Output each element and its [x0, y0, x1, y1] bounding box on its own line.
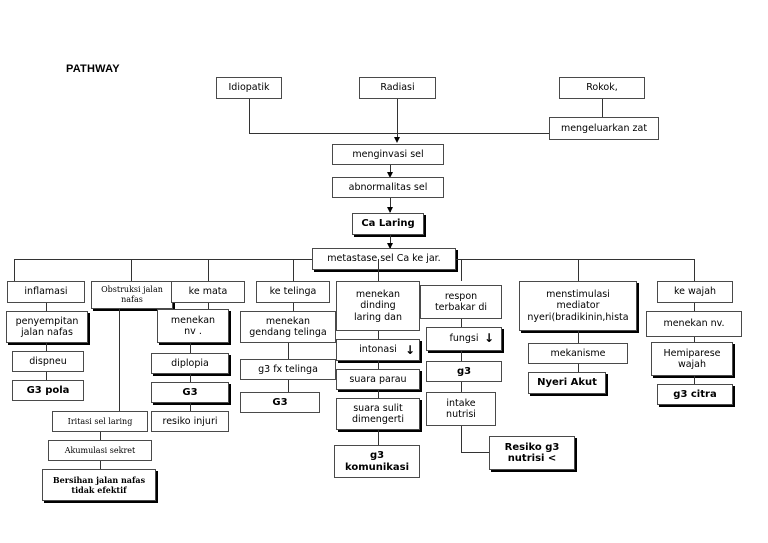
connector-diplopia-g3: [190, 374, 191, 382]
connector-abnormalitas-calaring: [390, 198, 391, 212]
node-menekan-nv-wajah[interactable]: menekan nv.: [646, 311, 742, 337]
node-radiasi[interactable]: Radiasi: [359, 77, 436, 99]
connector-menginvasi-abnormalitas: [390, 165, 391, 176]
connector-dispneu-g3pola: [46, 372, 47, 380]
node-diplopia[interactable]: diplopia: [151, 353, 229, 374]
connector-penyempitan-dispneu: [46, 343, 47, 351]
node-g3-fx-telinga[interactable]: g3 fx telinga: [240, 359, 336, 380]
node-respon-terbakar[interactable]: respon terbakar di: [420, 285, 502, 319]
node-ke-telinga[interactable]: ke telinga: [256, 281, 330, 303]
node-ke-mata[interactable]: ke mata: [171, 281, 245, 303]
connector-drop-ke-wajah: [694, 259, 695, 281]
node-g3-nutrisi[interactable]: g3: [426, 361, 502, 382]
connector-bus-right: [456, 259, 694, 260]
node-resiko-injuri[interactable]: resiko injuri: [151, 411, 229, 432]
node-menekan-dinding-laring[interactable]: menekan dinding laring dan: [336, 281, 420, 331]
node-intake-nutrisi[interactable]: intake nutrisi: [426, 392, 496, 426]
connector-ketelinga-menekan: [293, 303, 294, 311]
node-menekan-gendang-telinga[interactable]: menekan gendang telinga: [240, 311, 336, 343]
connector-intake-down: [461, 426, 462, 452]
connector-calaring-metastase: [390, 235, 391, 248]
node-suara-parau[interactable]: suara parau: [336, 369, 420, 390]
node-ke-wajah[interactable]: ke wajah: [657, 281, 733, 303]
node-obstruksi-jalan-nafas[interactable]: Obstruksi jalan nafas: [91, 281, 173, 309]
connector-drop-respon-terbakar: [461, 259, 462, 281]
connector-menstimulasi-mekanisme: [578, 331, 579, 343]
connector-mekanisme-nyeriakut: [578, 364, 579, 372]
connector-gendang-g3fx: [288, 343, 289, 359]
node-g3-mata[interactable]: G3: [151, 382, 229, 403]
node-bersihan-jalan-nafas[interactable]: Bersihan jalan nafas tidak efektif: [42, 469, 156, 501]
connector-suarasulit-g3komunikasi: [378, 430, 379, 445]
connector-drop-inflamasi: [14, 259, 15, 281]
node-hemiparese-wajah[interactable]: Hemiparese wajah: [651, 342, 733, 376]
connector-drop-ke-telinga: [293, 259, 294, 281]
page-title: PATHWAY: [66, 63, 120, 75]
connector-g3fx-g3: [288, 380, 289, 392]
node-suara-sulit-dimengerti[interactable]: suara sulit dimengerti: [336, 398, 420, 430]
arrow-to-menginvasi: [394, 137, 400, 143]
node-g3-komunikasi[interactable]: g3 komunikasi: [334, 445, 420, 478]
node-abnormalitas-sel[interactable]: abnormalitas sel: [332, 177, 444, 198]
connector-g3-resiko-injuri: [190, 403, 191, 411]
node-mekanisme[interactable]: mekanisme: [528, 343, 628, 364]
connector-suaraparau-suarasulit: [378, 390, 379, 398]
node-idiopatik[interactable]: Idiopatik: [216, 77, 282, 99]
node-dispneu[interactable]: dispneu: [12, 351, 84, 372]
connector-drop-menekan-dinding: [378, 259, 379, 281]
node-g3-pola[interactable]: G3 pola: [12, 380, 84, 401]
connector-hemiparese-g3citra: [694, 376, 695, 384]
connector-rokok-down: [602, 99, 603, 117]
connector-g3-intake: [461, 382, 462, 392]
connector-idiopatik-down: [249, 99, 250, 133]
connector-intake-resiko: [461, 452, 489, 453]
node-ca-laring[interactable]: Ca Laring: [352, 213, 424, 235]
connector-drop-ke-mata: [208, 259, 209, 281]
node-fungsi[interactable]: fungsi: [426, 327, 502, 351]
connector-drop-menstimulasi: [578, 259, 579, 281]
node-penyempitan-jalan-nafas[interactable]: penyempitan jalan nafas: [6, 311, 88, 343]
node-iritasi-sel-laring[interactable]: Iritasi sel laring: [52, 411, 148, 432]
connector-inflamasi-penyempitan: [46, 303, 47, 311]
node-metastase[interactable]: metastase sel Ca ke jar.: [312, 248, 456, 270]
arrow-to-ca-laring: [387, 207, 393, 213]
connector-menekannv-hemiparese: [694, 337, 695, 342]
node-akumulasi-sekret[interactable]: Akumulasi sekret: [48, 440, 152, 461]
connector-kemata-menekan: [208, 303, 209, 311]
node-mengeluarkan-zat[interactable]: mengeluarkan zat: [549, 117, 659, 140]
arrow-to-metastase: [387, 243, 393, 249]
connector-akumulasi-bersihan: [100, 461, 101, 469]
node-nyeri-akut[interactable]: Nyeri Akut: [528, 372, 606, 394]
down-arrow-icon-fungsi: ↓: [484, 331, 495, 345]
connector-intonasi-suaraparau: [378, 361, 379, 369]
connector-drop-obstruksi: [131, 259, 132, 281]
connector-top-bus: [249, 133, 549, 134]
node-intonasi[interactable]: intonasi: [336, 339, 420, 361]
down-arrow-icon-intonasi: ↓: [405, 343, 416, 357]
node-menstimulasi-mediator-nyeri[interactable]: menstimulasi mediator nyeri(bradikinin,h…: [519, 281, 637, 331]
node-resiko-g3-nutrisi[interactable]: Resiko g3 nutrisi <: [489, 436, 575, 470]
connector-obstruksi-iritasi: [119, 309, 120, 413]
node-menekan-nv-olfactorius[interactable]: menekan nv .: [157, 309, 229, 343]
connector-fungsi-g3: [461, 351, 462, 361]
node-g3-telinga[interactable]: G3: [240, 392, 320, 413]
connector-radiasi-down: [397, 99, 398, 139]
connector-dinding-intonasi: [378, 331, 379, 339]
connector-kewajah-menekannv: [694, 303, 695, 311]
connector-respon-fungsi: [461, 319, 462, 327]
arrow-to-abnormalitas: [387, 172, 393, 178]
connector-iritasi-akumulasi: [100, 432, 101, 440]
node-rokok[interactable]: Rokok,: [559, 77, 645, 99]
node-g3-citra[interactable]: g3 citra: [657, 384, 733, 405]
connector-bus-left: [14, 259, 312, 260]
node-inflamasi[interactable]: inflamasi: [7, 281, 85, 303]
connector-menekan-diplopia: [190, 343, 191, 353]
node-menginvasi-sel[interactable]: menginvasi sel: [332, 144, 444, 165]
